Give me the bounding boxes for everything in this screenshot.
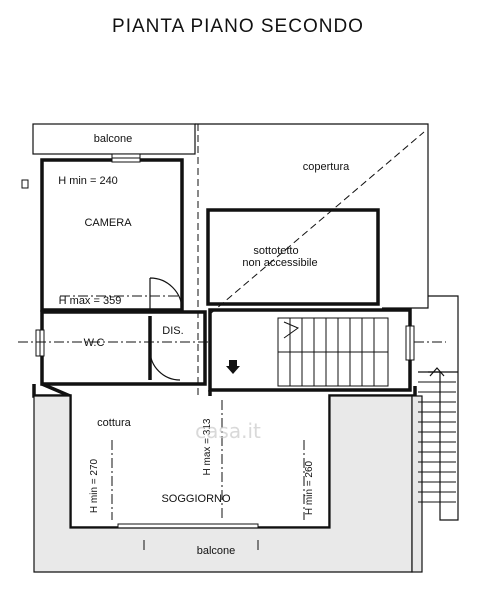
hall-stairs <box>277 317 389 387</box>
copertura-label: copertura <box>303 161 350 173</box>
plan-title: PIANTA PIANO SECONDO <box>112 16 364 37</box>
camera-label: CAMERA <box>84 217 132 229</box>
wc-label: W.C <box>84 337 105 349</box>
camera-hmax-label: H max = 359 <box>59 295 122 307</box>
balcone-top-label: balcone <box>94 133 133 145</box>
arrow-down-icon <box>226 360 240 374</box>
hmin-270-label: H min = 270 <box>89 458 100 513</box>
doors <box>149 277 211 384</box>
stair-arrow-up-icon <box>429 367 445 377</box>
upper-structure <box>32 123 429 398</box>
side-ledge <box>411 395 423 573</box>
hmin-260-label: H min = 260 <box>304 460 315 515</box>
cottura-label: cottura <box>97 417 132 429</box>
sottotetto-label: sottotetto <box>253 245 298 257</box>
roof-diagonal <box>209 131 425 315</box>
external-stairs <box>418 295 459 521</box>
axis-lines <box>18 295 446 552</box>
watermark: casa.it <box>195 419 261 443</box>
non-accessibile-label: non accessibile <box>242 257 317 269</box>
balcone-bottom-area <box>33 395 413 573</box>
copertura-outline <box>195 123 429 309</box>
camera-hmin-label: H min = 240 <box>58 175 118 187</box>
balcone-bottom-label: balcone <box>197 545 236 557</box>
soggiorno-label: SOGGIORNO <box>161 493 231 505</box>
dis-label: DIS. <box>162 325 183 337</box>
hmax-313-label: H max = 313 <box>202 418 213 475</box>
corner-marker <box>21 179 29 189</box>
